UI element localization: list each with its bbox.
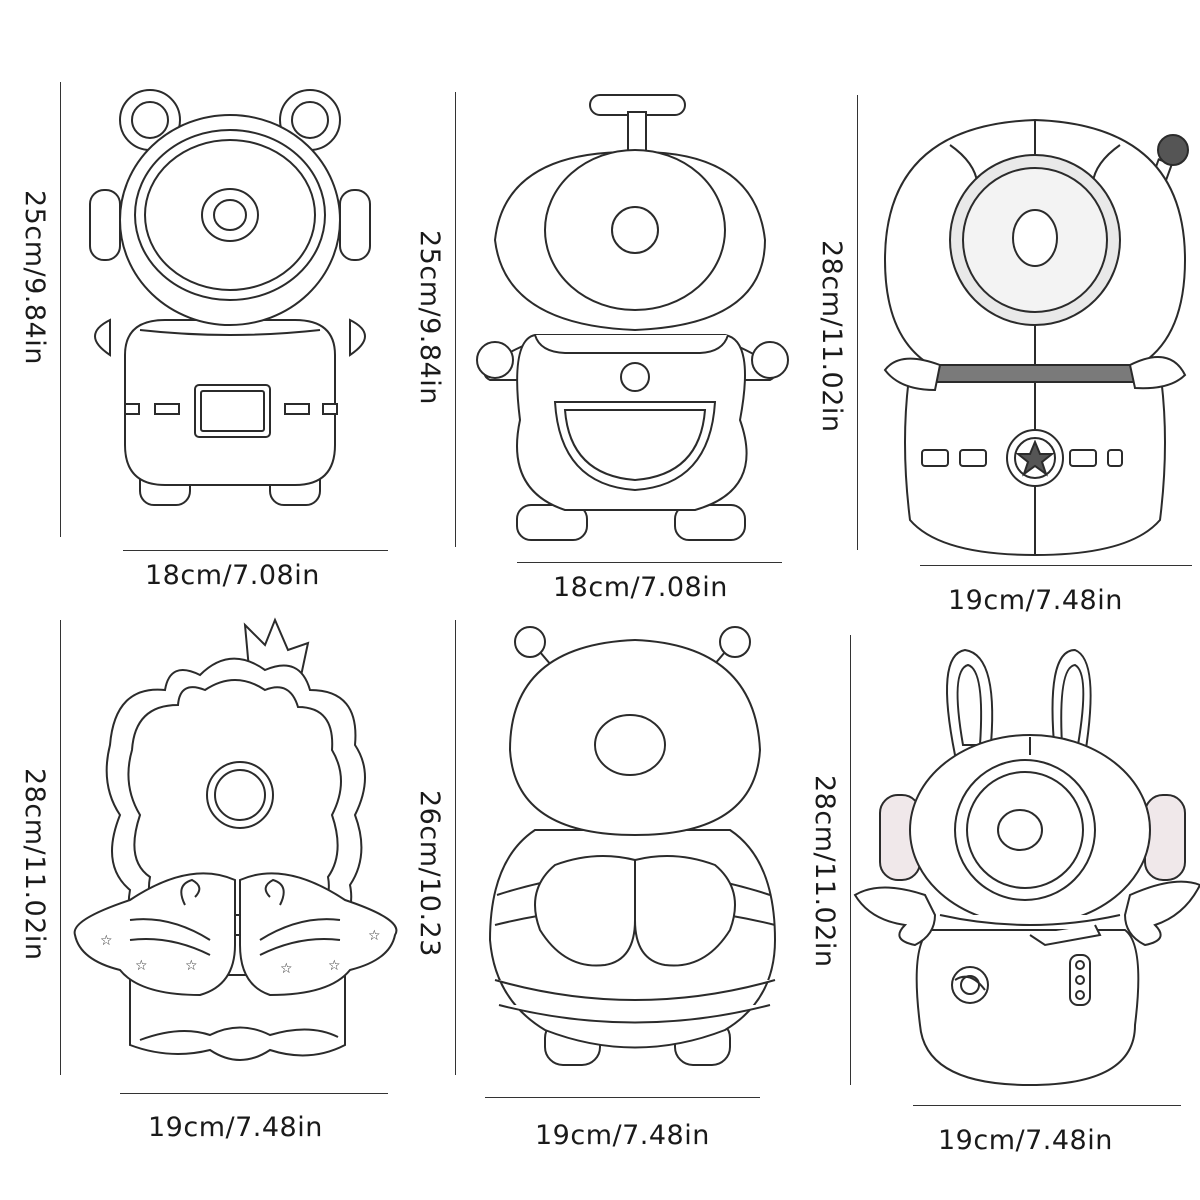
- width-label: 19cm/7.48in: [938, 1125, 1113, 1156]
- height-label: 28cm/11.02in: [816, 240, 847, 433]
- width-label: 19cm/7.48in: [948, 585, 1123, 616]
- svg-text:☆: ☆: [328, 958, 341, 974]
- svg-text:☆: ☆: [135, 958, 148, 974]
- height-dimension-line: [455, 620, 456, 1075]
- height-dimension-line: [60, 620, 61, 1075]
- bee-pillow-icon: [485, 620, 785, 1080]
- width-label: 19cm/7.48in: [535, 1120, 710, 1151]
- height-label: 25cm/9.84in: [414, 230, 445, 405]
- height-label: 28cm/11.02in: [809, 775, 840, 968]
- svg-text:☆: ☆: [368, 928, 381, 944]
- width-dimension-line: [123, 550, 388, 551]
- width-label: 19cm/7.48in: [148, 1112, 323, 1143]
- height-dimension-line: [850, 635, 851, 1085]
- height-dimension-line: [455, 92, 456, 547]
- height-label: 28cm/11.02in: [19, 768, 50, 961]
- svg-text:☆: ☆: [100, 933, 113, 949]
- crowned-angel-pillow-icon: ☆ ☆ ☆ ☆ ☆ ☆: [70, 615, 400, 1090]
- width-dimension-line: [920, 565, 1192, 566]
- width-dimension-line: [517, 562, 782, 563]
- width-dimension-line: [120, 1093, 388, 1094]
- antenna-astronaut-pillow-icon: [880, 120, 1195, 560]
- width-dimension-line: [485, 1097, 760, 1098]
- svg-text:☆: ☆: [280, 961, 293, 977]
- bunny-astronaut-pillow-icon: [850, 645, 1200, 1095]
- height-label: 26cm/10.23: [414, 790, 445, 957]
- height-dimension-line: [60, 82, 61, 537]
- width-label: 18cm/7.08in: [145, 560, 320, 591]
- height-dimension-line: [857, 95, 858, 550]
- propeller-astronaut-pillow-icon: [465, 90, 795, 540]
- width-label: 18cm/7.08in: [553, 572, 728, 603]
- svg-text:☆: ☆: [185, 958, 198, 974]
- height-label: 25cm/9.84in: [19, 190, 50, 365]
- width-dimension-line: [913, 1105, 1181, 1106]
- bear-astronaut-pillow-icon: [95, 85, 365, 515]
